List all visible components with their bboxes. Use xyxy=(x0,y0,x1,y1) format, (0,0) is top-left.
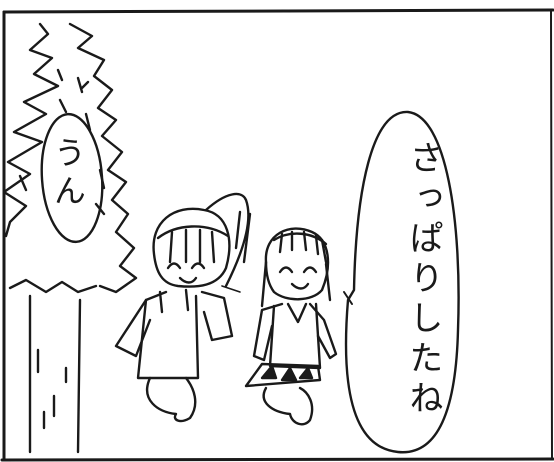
panel-border xyxy=(0,8,554,462)
pine-tree xyxy=(2,22,138,454)
dialogue-text-right: さっぱりしたね xyxy=(403,140,443,420)
character-left xyxy=(114,192,252,423)
speech-bubble-right xyxy=(344,110,460,454)
speech-bubble-left xyxy=(40,112,104,244)
character-right xyxy=(244,227,338,426)
dialogue-text-left: うん xyxy=(49,136,87,212)
